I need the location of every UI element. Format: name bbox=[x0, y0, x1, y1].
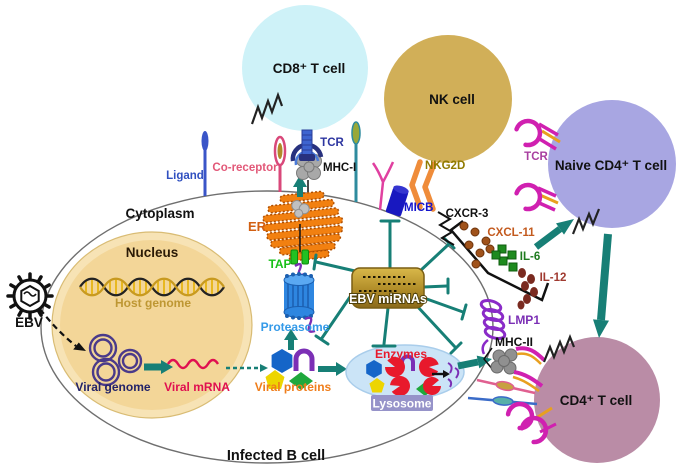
infected-b-cell-label: Infected B cell bbox=[227, 448, 325, 464]
il12-label: IL-12 bbox=[540, 272, 567, 284]
host-genome-dna-icon bbox=[79, 277, 225, 297]
naive-to-cd4-arrow bbox=[593, 233, 612, 338]
cd8-t-cell-body bbox=[242, 5, 368, 131]
il12-cytokine-icon bbox=[517, 268, 538, 310]
mhc2-label: MHC-II bbox=[495, 335, 533, 349]
secretion-channel-icon bbox=[449, 220, 550, 302]
ligand-receptor-icon bbox=[201, 131, 209, 196]
lysosome-to-mhc2-arrow bbox=[457, 355, 492, 370]
tap-label: TAP bbox=[268, 257, 291, 271]
cxcl11-label: CXCL-11 bbox=[487, 227, 535, 239]
co-receptor-label: Co-receptor bbox=[212, 162, 278, 174]
mhc2-complex-icon bbox=[483, 346, 546, 393]
nk-cell-label: NK cell bbox=[429, 92, 475, 107]
naive-cd4-t-cell-body bbox=[548, 100, 676, 228]
viral-mrna-label: Viral mRNA bbox=[164, 380, 230, 394]
pink-y-receptor-icon bbox=[371, 161, 395, 211]
tcr-cd8-receptor-icon bbox=[299, 129, 315, 161]
cd4-accessory-receptors-icon bbox=[467, 378, 557, 444]
naive-cd4-cell-label: Naive CD4⁺ T cell bbox=[555, 158, 667, 173]
enzymes-label: Enzymes bbox=[375, 347, 427, 361]
micb-label: MICB bbox=[404, 202, 433, 214]
ebv-label: EBV bbox=[15, 315, 43, 330]
cd8-spring-icon bbox=[250, 91, 284, 125]
ebv-mirnas-label: EBV miRNAs bbox=[349, 292, 427, 306]
ebv-entry-dashed-arrow bbox=[39, 308, 86, 351]
co-receptor-icon bbox=[273, 135, 287, 192]
mrna-export-dashed-arrow bbox=[226, 364, 268, 372]
cytoplasm-label: Cytoplasm bbox=[125, 206, 194, 221]
lysosome-label: Lysosome bbox=[373, 397, 432, 411]
cxcl11-chemokine-icon bbox=[459, 221, 495, 269]
nucleus-label: Nucleus bbox=[126, 245, 179, 260]
ebv-virion-icon bbox=[6, 272, 54, 320]
cd8-cell-label: CD8⁺ T cell bbox=[273, 61, 345, 76]
proteins-to-lysosome-arrow bbox=[318, 362, 347, 376]
nkg2d-receptor-icon bbox=[409, 159, 437, 212]
mhc1-complex-icon bbox=[290, 142, 324, 192]
transcription-arrow bbox=[144, 360, 173, 374]
proteasome-icon bbox=[283, 272, 315, 320]
viral-proteins-label: Viral proteins bbox=[255, 380, 332, 394]
il6-label: IL-6 bbox=[520, 251, 540, 263]
cd4-t-cell-body bbox=[534, 337, 660, 463]
tap-transporter-icon bbox=[290, 249, 309, 265]
lysosome-organelle bbox=[345, 344, 465, 400]
mhc1-label: MHC-I bbox=[323, 162, 356, 174]
er-structure-icon bbox=[262, 190, 344, 262]
viral-mrna-squiggle bbox=[166, 358, 220, 370]
ligand-label: Ligand bbox=[166, 170, 204, 182]
proteins-to-proteasome-arrow bbox=[284, 329, 298, 350]
cxcr3-label: CXCR-3 bbox=[446, 208, 489, 220]
cd4-cell-label: CD4⁺ T cell bbox=[560, 393, 632, 408]
peptide-fragments-icon bbox=[447, 362, 460, 388]
viral-proteins-icon bbox=[265, 348, 315, 390]
tcr-cd8-label: TCR bbox=[320, 137, 344, 149]
nk-cell-body bbox=[384, 35, 512, 163]
nucleus-organelle bbox=[51, 231, 253, 419]
cd4-spring-icon bbox=[542, 334, 576, 363]
peptide-squiggle-lower bbox=[304, 316, 316, 333]
lysosome-badge bbox=[371, 395, 433, 411]
naive-cd4-spring-icon bbox=[571, 208, 601, 235]
cytokine-to-naive-arrow bbox=[533, 219, 574, 250]
lmp1-label: LMP1 bbox=[508, 313, 540, 327]
accessory-receptor-icon bbox=[351, 121, 361, 202]
viral-genome-label: Viral genome bbox=[75, 380, 150, 394]
micb-ligand-icon bbox=[385, 185, 409, 217]
tcr-naive-receptors-icon bbox=[515, 117, 561, 212]
mhc1-presentation-arrow bbox=[293, 175, 307, 197]
cxcr3-receptor-icon bbox=[437, 211, 455, 246]
host-genome-label: Host genome bbox=[115, 296, 191, 310]
lmp1-receptor-icon bbox=[479, 299, 507, 355]
mhc-loading-complex-icon bbox=[291, 200, 310, 218]
ebv-mirnas-box bbox=[351, 267, 425, 309]
viral-genome-episomes-icon bbox=[88, 333, 143, 387]
il6-cytokine-icon bbox=[491, 244, 518, 272]
proteasome-label: Proteasome bbox=[261, 320, 330, 334]
tcr-naive-label: TCR bbox=[524, 151, 548, 163]
nkg2d-label: NKG2D bbox=[425, 160, 465, 172]
er-label: ER bbox=[248, 219, 267, 234]
